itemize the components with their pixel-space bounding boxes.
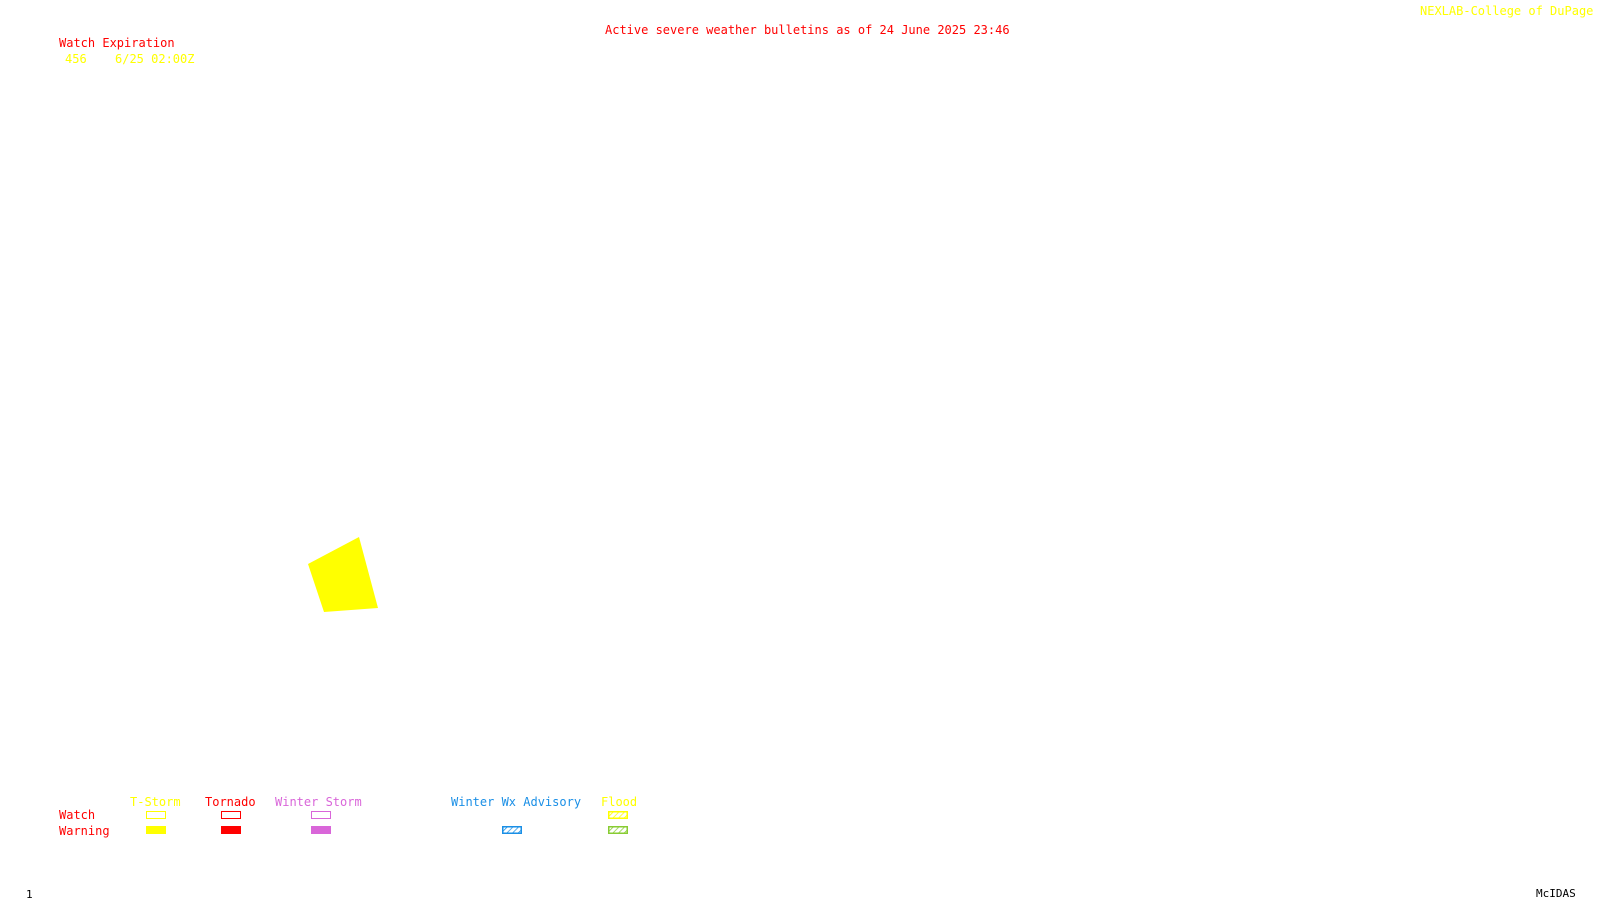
legend-tornado-label: Tornado [205, 795, 256, 809]
legend-tornado-warning-swatch [221, 826, 241, 834]
watch-number: 456 [65, 52, 87, 66]
legend-winter-storm-label: Winter Storm [275, 795, 362, 809]
legend-warning-row-label: Warning [59, 824, 110, 838]
watch-expiration-time: 6/25 02:00Z [115, 52, 195, 66]
legend-tstorm-label: T-Storm [130, 795, 181, 809]
credit-label: NEXLAB-College of DuPage R [1420, 4, 1600, 18]
frame-number: 1 [26, 888, 33, 901]
legend-flood-warning-swatch [608, 826, 628, 834]
legend-winter-storm-warning-swatch [311, 826, 331, 834]
tstorm-watch-456-area [308, 537, 378, 612]
software-label: McIDAS [1536, 887, 1576, 900]
legend-tornado-watch-swatch [221, 811, 241, 819]
watch-list-heading: Watch Expiration [59, 36, 175, 50]
legend-tstorm-watch-swatch [146, 811, 166, 819]
legend-tstorm-warning-swatch [146, 826, 166, 834]
legend-flood-label: Flood [601, 795, 638, 809]
legend-watch-row-label: Watch [59, 808, 96, 822]
legend-winter-wx-advisory-swatch [502, 826, 522, 834]
bulletin-title: Active severe weather bulletins as of 24… [605, 23, 1010, 37]
legend-flood-watch-swatch [608, 811, 628, 819]
legend-winter-wx-advisory-label: Winter Wx Advisory [451, 795, 582, 809]
legend-winter-storm-watch-swatch [311, 811, 331, 819]
